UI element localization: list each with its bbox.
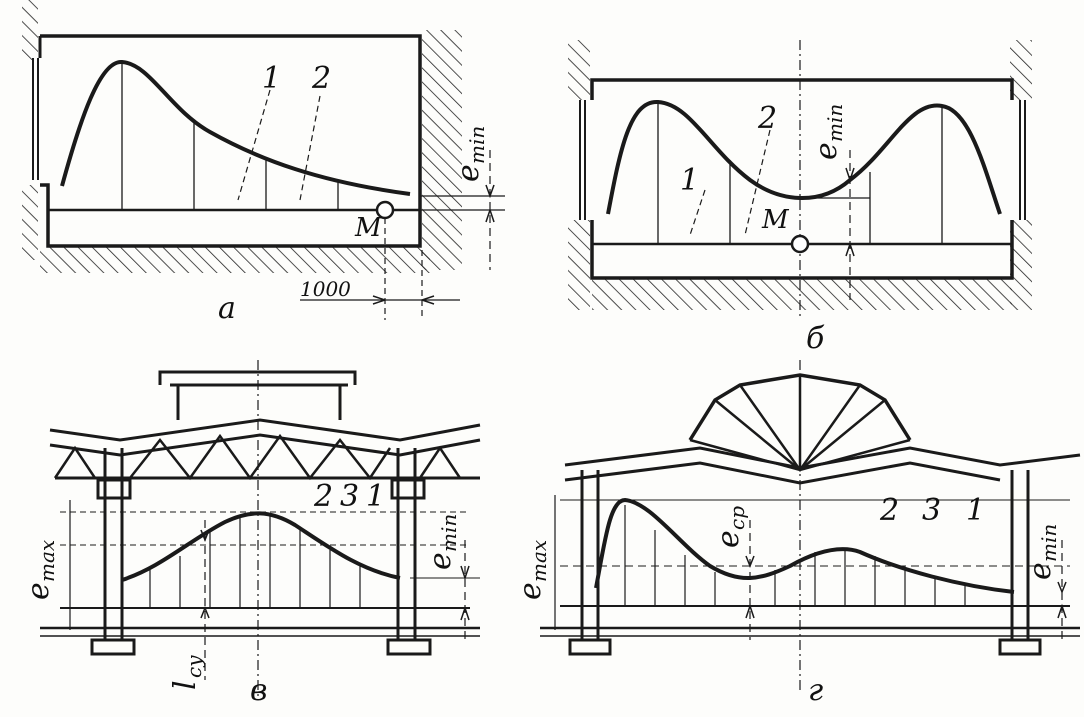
ordinates-b (657, 102, 943, 244)
floor-hatch-b (592, 278, 1012, 310)
illuminance-curve-v (121, 511, 401, 582)
ordinates-v (149, 516, 361, 608)
svg-text:e: e (513, 582, 548, 600)
curve-label-1-a: 1 (262, 61, 281, 96)
right-wall-top-hatch-b (1010, 40, 1032, 100)
panel-v: 2 3 1 e max e min l су в (21, 360, 481, 708)
svg-text:e: e (809, 142, 844, 160)
illuminance-curve-a (60, 60, 411, 196)
svg-text:min: min (823, 104, 847, 142)
curve-label-3-g: 3 (922, 493, 941, 528)
left-wall-bottom-hatch (22, 185, 38, 260)
arrow-down-a (485, 184, 495, 199)
panel-a: 1 2 M e min 1000 а (22, 0, 505, 326)
curve-label-2-a: 2 (311, 61, 331, 96)
e-min-label-g: e min (1023, 524, 1061, 580)
svg-text:e: e (21, 582, 56, 600)
curve-label-2-b: 2 (757, 101, 777, 136)
illuminance-curve-g (594, 497, 1015, 594)
svg-text:ср: ср (725, 506, 749, 530)
point-label-b: M (761, 205, 790, 235)
svg-text:e: e (451, 164, 486, 182)
point-m-b (790, 234, 810, 254)
right-wall-bottom-hatch-b (1010, 220, 1032, 310)
e-min-label-b: e min (809, 104, 847, 160)
curve-label-2-g: 2 (879, 493, 899, 528)
svg-text:min: min (437, 514, 461, 552)
l-su-label-v: l су (168, 655, 206, 690)
e-min-label-v: e min (423, 514, 461, 570)
leader-2-a (299, 95, 321, 201)
floor-hatch (40, 245, 430, 273)
arrow-up-a (485, 207, 495, 223)
room-outline-a (40, 34, 422, 248)
illuminance-curve-b (606, 99, 1002, 215)
svg-text:min: min (1037, 524, 1061, 562)
truss-web-v (53, 433, 462, 481)
roof-v (49, 418, 481, 457)
left-wall-bottom-hatch-b (568, 220, 590, 310)
panel-g: 2 3 1 e max e ср e min г (513, 360, 1081, 708)
e-max-label-v: e max (21, 540, 59, 600)
curve-label-3-v: 3 (340, 479, 359, 514)
svg-text:max: max (527, 540, 551, 582)
svg-text:min: min (465, 126, 489, 164)
caption-v: в (250, 673, 267, 708)
svg-text:e: e (423, 552, 458, 570)
e-max-label-g: e max (513, 540, 551, 600)
panel-b: 1 2 M e min б (568, 40, 1032, 356)
caption-g: г (808, 673, 823, 708)
svg-text:l: l (168, 680, 203, 690)
right-wall-hatch (422, 30, 462, 270)
svg-text:e: e (711, 530, 746, 548)
left-wall-top-hatch (22, 0, 38, 60)
curve-label-1-b: 1 (680, 163, 699, 198)
left-wall-top-hatch-b (568, 40, 590, 100)
svg-text:e: e (1023, 562, 1058, 580)
svg-text:су: су (182, 655, 206, 678)
e-avg-label-g: e ср (711, 506, 749, 548)
caption-b: б (806, 321, 825, 356)
e-min-label-a: e min (451, 126, 489, 182)
lantern-v (158, 370, 357, 420)
curve-label-1-v: 1 (366, 479, 385, 514)
svg-text:max: max (35, 540, 59, 582)
ceiling-b (590, 78, 1014, 100)
leader-1-a (237, 89, 271, 201)
roof-g (564, 446, 1081, 485)
point-label-a: M (354, 213, 383, 243)
floor-outline-b (590, 220, 1014, 280)
ordinates-g (624, 505, 966, 606)
caption-a: а (218, 291, 236, 326)
columns-g (568, 470, 1042, 656)
curve-label-2-v: 2 (313, 479, 333, 514)
offset-label-a: 1000 (300, 277, 351, 301)
ordinates-a (121, 62, 339, 210)
curve-label-1-g: 1 (966, 493, 985, 528)
